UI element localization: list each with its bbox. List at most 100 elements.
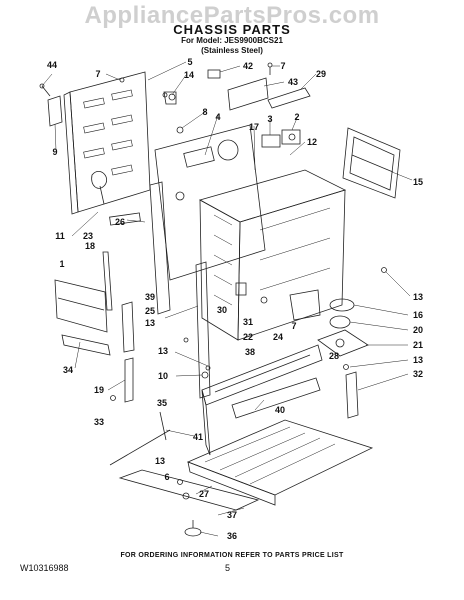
callout-19: 19	[93, 385, 105, 395]
callout-13b: 13	[412, 292, 424, 302]
callout-34: 34	[62, 365, 74, 375]
callout-29: 29	[315, 69, 327, 79]
callout-7: 7	[95, 69, 101, 79]
screw-33	[110, 395, 116, 401]
callout-38: 38	[244, 347, 256, 357]
part-31	[260, 296, 268, 304]
callout-15: 15	[412, 177, 424, 187]
screw-7b	[267, 62, 273, 68]
bracket-43	[227, 77, 269, 111]
screw-13b	[381, 267, 387, 273]
callout-42: 42	[242, 61, 254, 71]
trim-34	[61, 334, 111, 356]
page-title: CHASSIS PARTS	[173, 22, 291, 37]
screw-44	[39, 83, 51, 97]
callout-4: 4	[215, 112, 221, 122]
callout-21: 21	[412, 340, 424, 350]
rear-panel	[63, 71, 151, 215]
callout-1: 1	[59, 259, 65, 269]
clip-14	[168, 93, 176, 101]
callout-3: 3	[267, 114, 273, 124]
screw-13c	[343, 364, 349, 370]
callout-27: 27	[198, 489, 210, 499]
part-10	[201, 371, 209, 379]
kickplate-37	[118, 469, 260, 511]
callout-33: 33	[93, 417, 105, 427]
callout-9: 9	[52, 147, 58, 157]
bracket-24	[289, 289, 321, 321]
trim-25	[195, 261, 211, 399]
foot-36	[184, 527, 202, 537]
hinge-39	[121, 301, 135, 353]
panel-1	[54, 279, 108, 333]
watermark: AppliancePartsPros.com	[84, 2, 380, 29]
bracket-29	[267, 87, 311, 109]
bottom-tray-27	[186, 419, 374, 506]
callout-13e: 13	[157, 346, 169, 356]
callout-22: 22	[242, 332, 254, 342]
callout-8: 8	[202, 107, 208, 117]
callout-12: 12	[306, 137, 318, 147]
callout-26: 26	[114, 217, 126, 227]
part-14-screw	[162, 92, 168, 98]
callout-31: 31	[242, 317, 254, 327]
broil-element-38	[201, 344, 323, 456]
callout-44: 44	[46, 60, 58, 70]
leveler-6	[182, 492, 190, 500]
screw-13a	[183, 337, 189, 343]
bracket-19	[124, 357, 134, 403]
oven-cavity	[198, 169, 347, 341]
callout-7c: 7	[291, 321, 297, 331]
callout-14: 14	[183, 70, 195, 80]
callout-40: 40	[274, 405, 286, 415]
callout-2: 2	[294, 112, 300, 122]
page-number: 5	[225, 563, 231, 573]
part-42	[207, 69, 221, 79]
panel-1-line	[57, 297, 105, 311]
callout-43: 43	[287, 77, 299, 87]
callout-17: 17	[248, 122, 260, 132]
callout-28: 28	[328, 351, 340, 361]
callout-37: 37	[226, 510, 238, 520]
callout-6: 6	[164, 472, 170, 482]
callout-10: 10	[157, 371, 169, 381]
callout-32: 32	[412, 369, 424, 379]
bracket-40	[231, 377, 321, 419]
callout-30: 30	[216, 305, 228, 315]
part-30	[235, 282, 247, 296]
callout-36: 36	[226, 531, 238, 541]
thermostat-2	[281, 129, 301, 145]
callout-5: 5	[187, 57, 193, 67]
callout-13c: 13	[412, 355, 424, 365]
rear-bracket	[47, 95, 63, 127]
ordering-instruction: FOR ORDERING INFORMATION REFER TO PARTS …	[120, 552, 344, 559]
callout-16: 16	[412, 310, 424, 320]
switch-3	[261, 134, 281, 148]
strip-18	[102, 251, 113, 311]
plate-21-hole	[335, 338, 345, 348]
gasket-15	[342, 127, 401, 199]
callout-13a: 13	[144, 318, 156, 328]
bracket-14	[163, 91, 177, 105]
callout-7b: 7	[280, 61, 286, 71]
callout-18: 18	[84, 241, 96, 251]
variant-label: (Stainless Steel)	[201, 46, 263, 55]
leader-lines	[41, 61, 413, 537]
document-number: W10316988	[20, 563, 69, 573]
callout-13d: 13	[154, 456, 166, 466]
callout-35: 35	[156, 398, 168, 408]
plate-21	[317, 329, 369, 357]
callout-25: 25	[144, 306, 156, 316]
callout-39: 39	[144, 292, 156, 302]
callout-20: 20	[412, 325, 424, 335]
callout-11: 11	[55, 231, 65, 241]
bracket-32	[345, 371, 359, 419]
callout-41: 41	[192, 432, 204, 442]
callout-24: 24	[272, 332, 284, 342]
screw-7a	[119, 77, 125, 83]
model-label: For Model: JES9900BCS21	[181, 36, 283, 45]
part-8	[176, 126, 184, 134]
leg-41	[159, 411, 167, 441]
part-20	[329, 315, 351, 329]
